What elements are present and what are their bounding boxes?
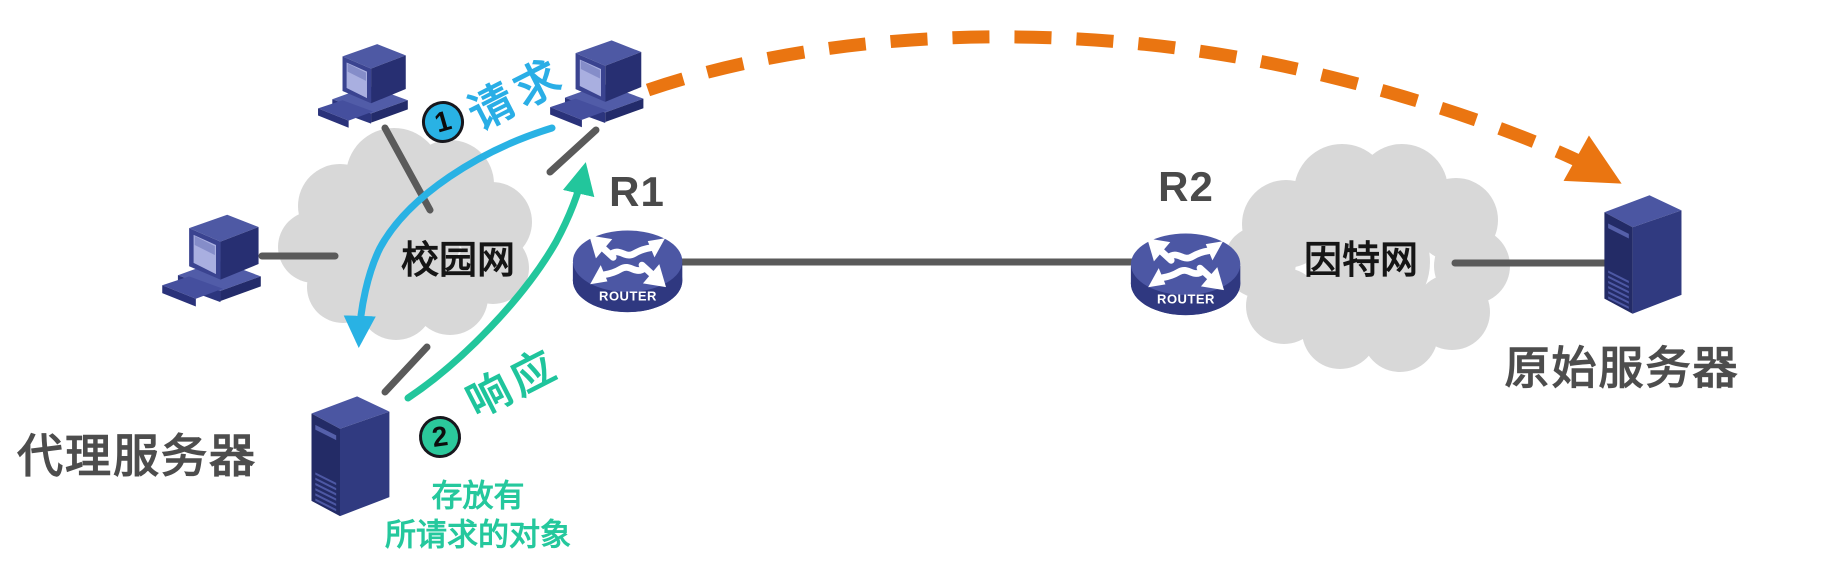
proxy-cache-note-line1: 存放有 bbox=[431, 478, 525, 514]
lan-computer-top-icon bbox=[318, 44, 408, 128]
internet-cloud bbox=[1224, 144, 1510, 372]
router-r1-label: R1 bbox=[609, 168, 665, 215]
request-arrow bbox=[343, 124, 556, 349]
proxy-server-icon bbox=[311, 396, 390, 517]
campus-cloud-label: 校园网 bbox=[400, 240, 516, 282]
router-r1-caption: ROUTER bbox=[599, 288, 657, 304]
router-r2-caption: ROUTER bbox=[1157, 291, 1215, 307]
direct-request-arrow bbox=[645, 30, 1622, 184]
proxy-cache-note: 存放有 所请求的对象 bbox=[385, 477, 571, 555]
internet-cloud-label: 因特网 bbox=[1303, 240, 1419, 282]
proxy-cache-note-line2: 所请求的对象 bbox=[385, 517, 571, 552]
network-links bbox=[258, 124, 1619, 396]
proxy-server-label: 代理服务器 bbox=[17, 430, 257, 482]
lan-computer-left-icon bbox=[162, 214, 261, 307]
origin-server-icon bbox=[1604, 195, 1682, 314]
response-arrow bbox=[404, 162, 595, 402]
link-proxy-cloud bbox=[381, 343, 431, 396]
origin-server-label: 原始服务器 bbox=[1504, 342, 1740, 394]
link-client-cloud bbox=[546, 126, 600, 176]
router-r2-label: R2 bbox=[1158, 163, 1214, 210]
